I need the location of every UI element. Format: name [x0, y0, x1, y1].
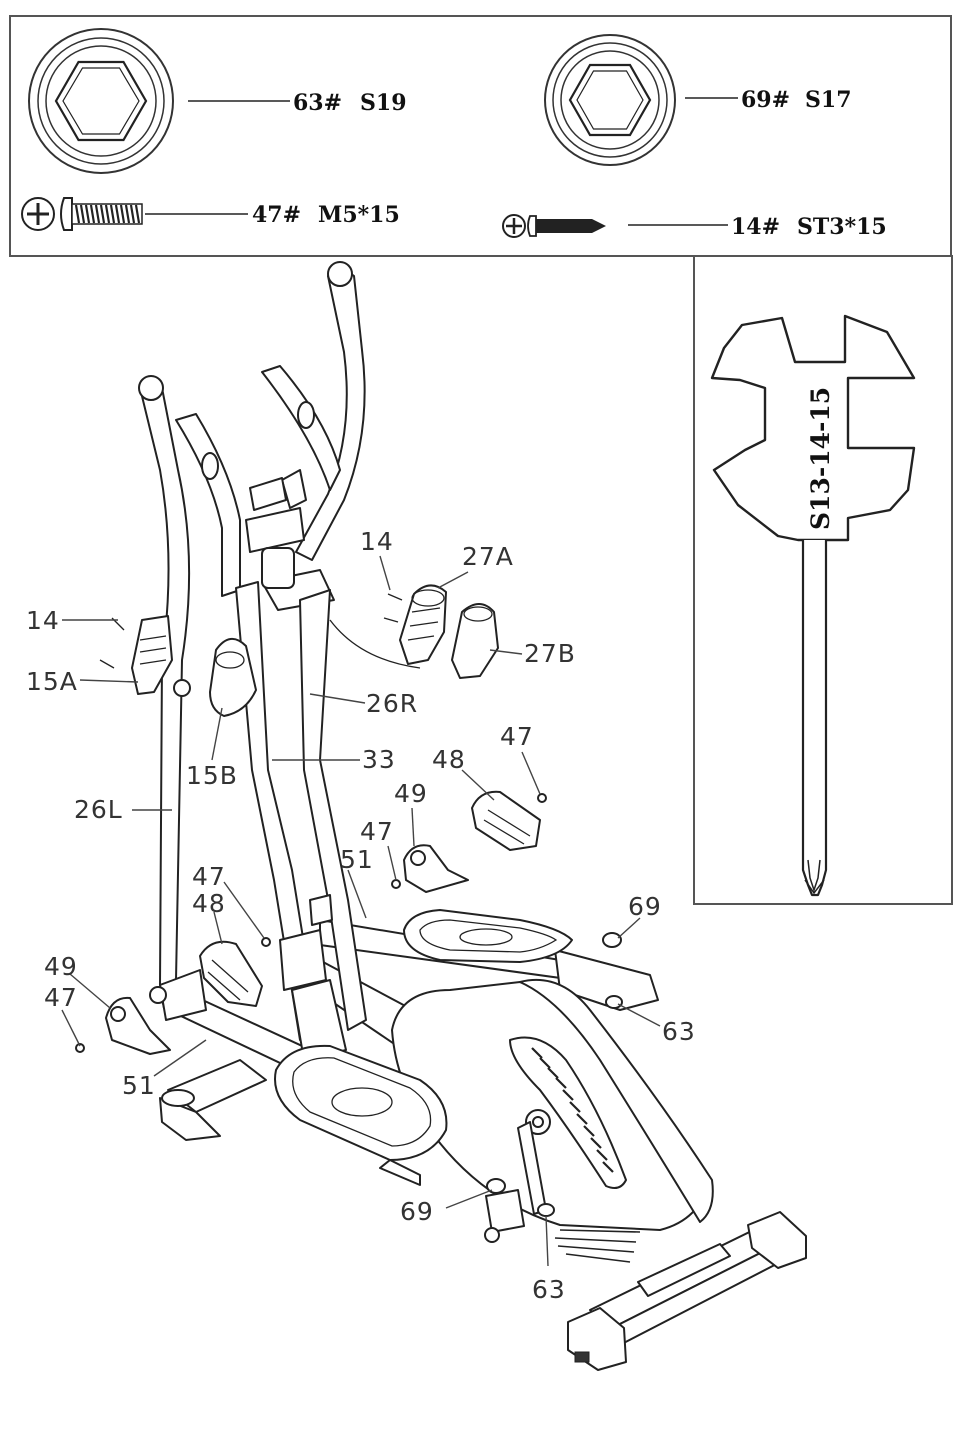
- callout-27A: 27A: [462, 542, 514, 571]
- callout-51-right: 51: [340, 845, 374, 874]
- callout-47-left-top: 47: [192, 862, 226, 891]
- callout-14-left: 14: [26, 606, 60, 635]
- crank-arms: [484, 1121, 547, 1243]
- combination-wrench-icon: [710, 314, 916, 897]
- wrench-box: S13-14-15: [693, 255, 953, 905]
- callout-26L: 26L: [74, 795, 123, 824]
- bolt-47-number: 47#: [252, 202, 301, 228]
- nut-63-icon: [28, 28, 174, 174]
- rear-stabilizer: [159, 1059, 267, 1141]
- callout-63-top: 63: [662, 1017, 696, 1046]
- callout-48-right: 48: [432, 745, 466, 774]
- screw-14-icon: [502, 214, 606, 238]
- mast-33: [235, 469, 367, 1061]
- handlebar-left-26L: [138, 375, 191, 986]
- part-48-right: [471, 790, 541, 851]
- part-49-left: [105, 996, 171, 1055]
- bolt-47-spec: M5*15: [318, 202, 400, 228]
- flywheel-housing: [391, 978, 714, 1263]
- pedal-left: [274, 1044, 448, 1186]
- handlebar-right-26R: [261, 261, 366, 561]
- callout-47-right-mid: 47: [360, 817, 394, 846]
- callout-15A: 15A: [26, 667, 78, 696]
- hardware-box: 63# S19 69# S17: [9, 15, 952, 257]
- callout-69-top: 69: [628, 892, 662, 921]
- nut-69-spec: S17: [805, 87, 852, 113]
- callout-69-bottom: 69: [400, 1197, 434, 1226]
- callout-63-bottom: 63: [532, 1275, 566, 1304]
- screw-14-number: 14#: [731, 214, 780, 240]
- nut-63-number: 63#: [293, 90, 342, 116]
- callout-15B: 15B: [186, 761, 238, 790]
- nut-69-icon: [544, 34, 676, 166]
- part-49-right: [403, 844, 469, 893]
- nut-63-spec: S19: [360, 90, 407, 116]
- callout-26R: 26R: [366, 689, 418, 718]
- callout-14-right: 14: [360, 527, 394, 556]
- rear-axle: [149, 894, 333, 1021]
- part-27B: [329, 603, 499, 679]
- nut-69-number: 69#: [741, 87, 790, 113]
- bolt-47-icon: [21, 197, 143, 231]
- part-15A: [131, 615, 191, 697]
- callout-49-left: 49: [44, 952, 78, 981]
- leader-lines: [61, 555, 661, 1267]
- callout-47-left-bottom: 47: [44, 983, 78, 1012]
- wrench-label: S13-14-15: [806, 387, 835, 530]
- part-27A: [399, 584, 447, 665]
- callout-49-right: 49: [394, 779, 428, 808]
- part-48-left: [199, 940, 263, 1007]
- callout-47-right-top: 47: [500, 722, 534, 751]
- callout-51-left: 51: [122, 1071, 156, 1100]
- part-15B: [209, 638, 257, 717]
- callout-33: 33: [362, 745, 396, 774]
- callout-labels: 14 15A 15B 26L 33 26R 14 27A 27B 48 47 4…: [26, 527, 696, 1304]
- callout-48-left: 48: [192, 889, 226, 918]
- pedal-right: [403, 909, 573, 963]
- elliptical-trainer-drawing: [61, 261, 807, 1371]
- screw-14-spec: ST3*15: [797, 214, 887, 240]
- callout-27B: 27B: [524, 639, 576, 668]
- front-stabilizer: [567, 1211, 807, 1371]
